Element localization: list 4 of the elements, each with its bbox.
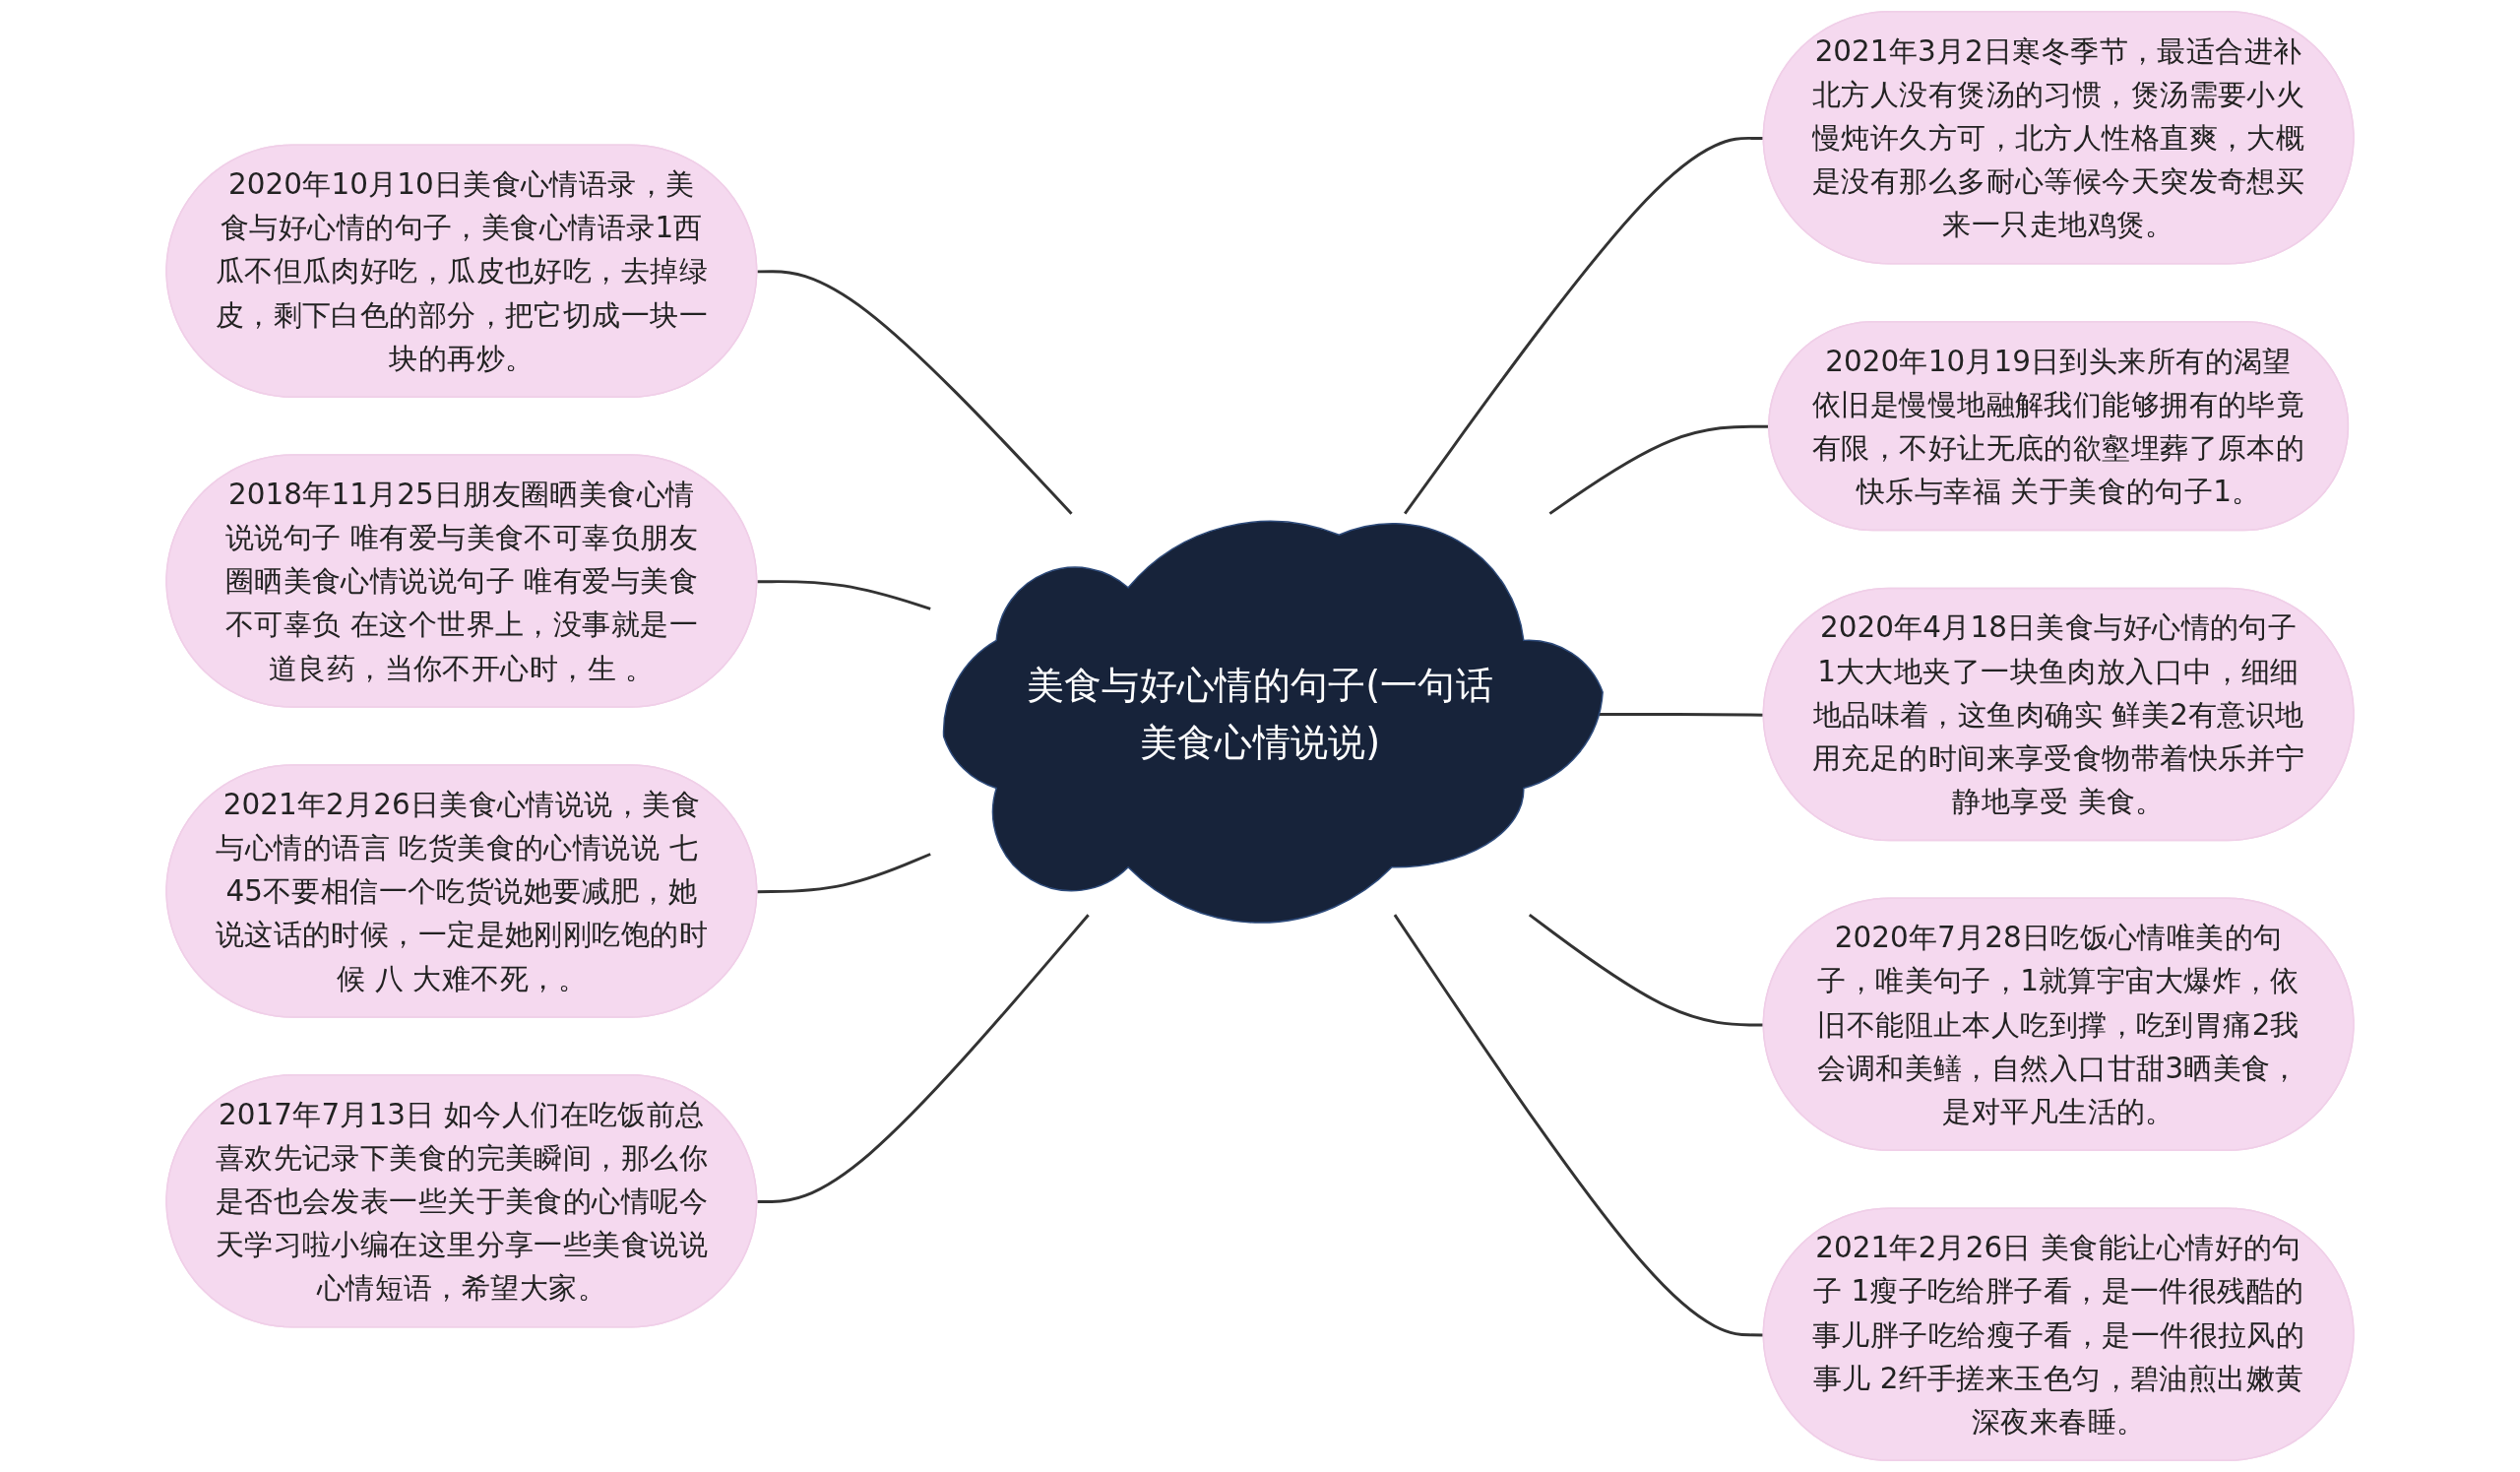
- connector: [757, 580, 931, 610]
- connector: [757, 914, 1090, 1204]
- connector: [757, 853, 931, 894]
- connector: [757, 270, 1073, 515]
